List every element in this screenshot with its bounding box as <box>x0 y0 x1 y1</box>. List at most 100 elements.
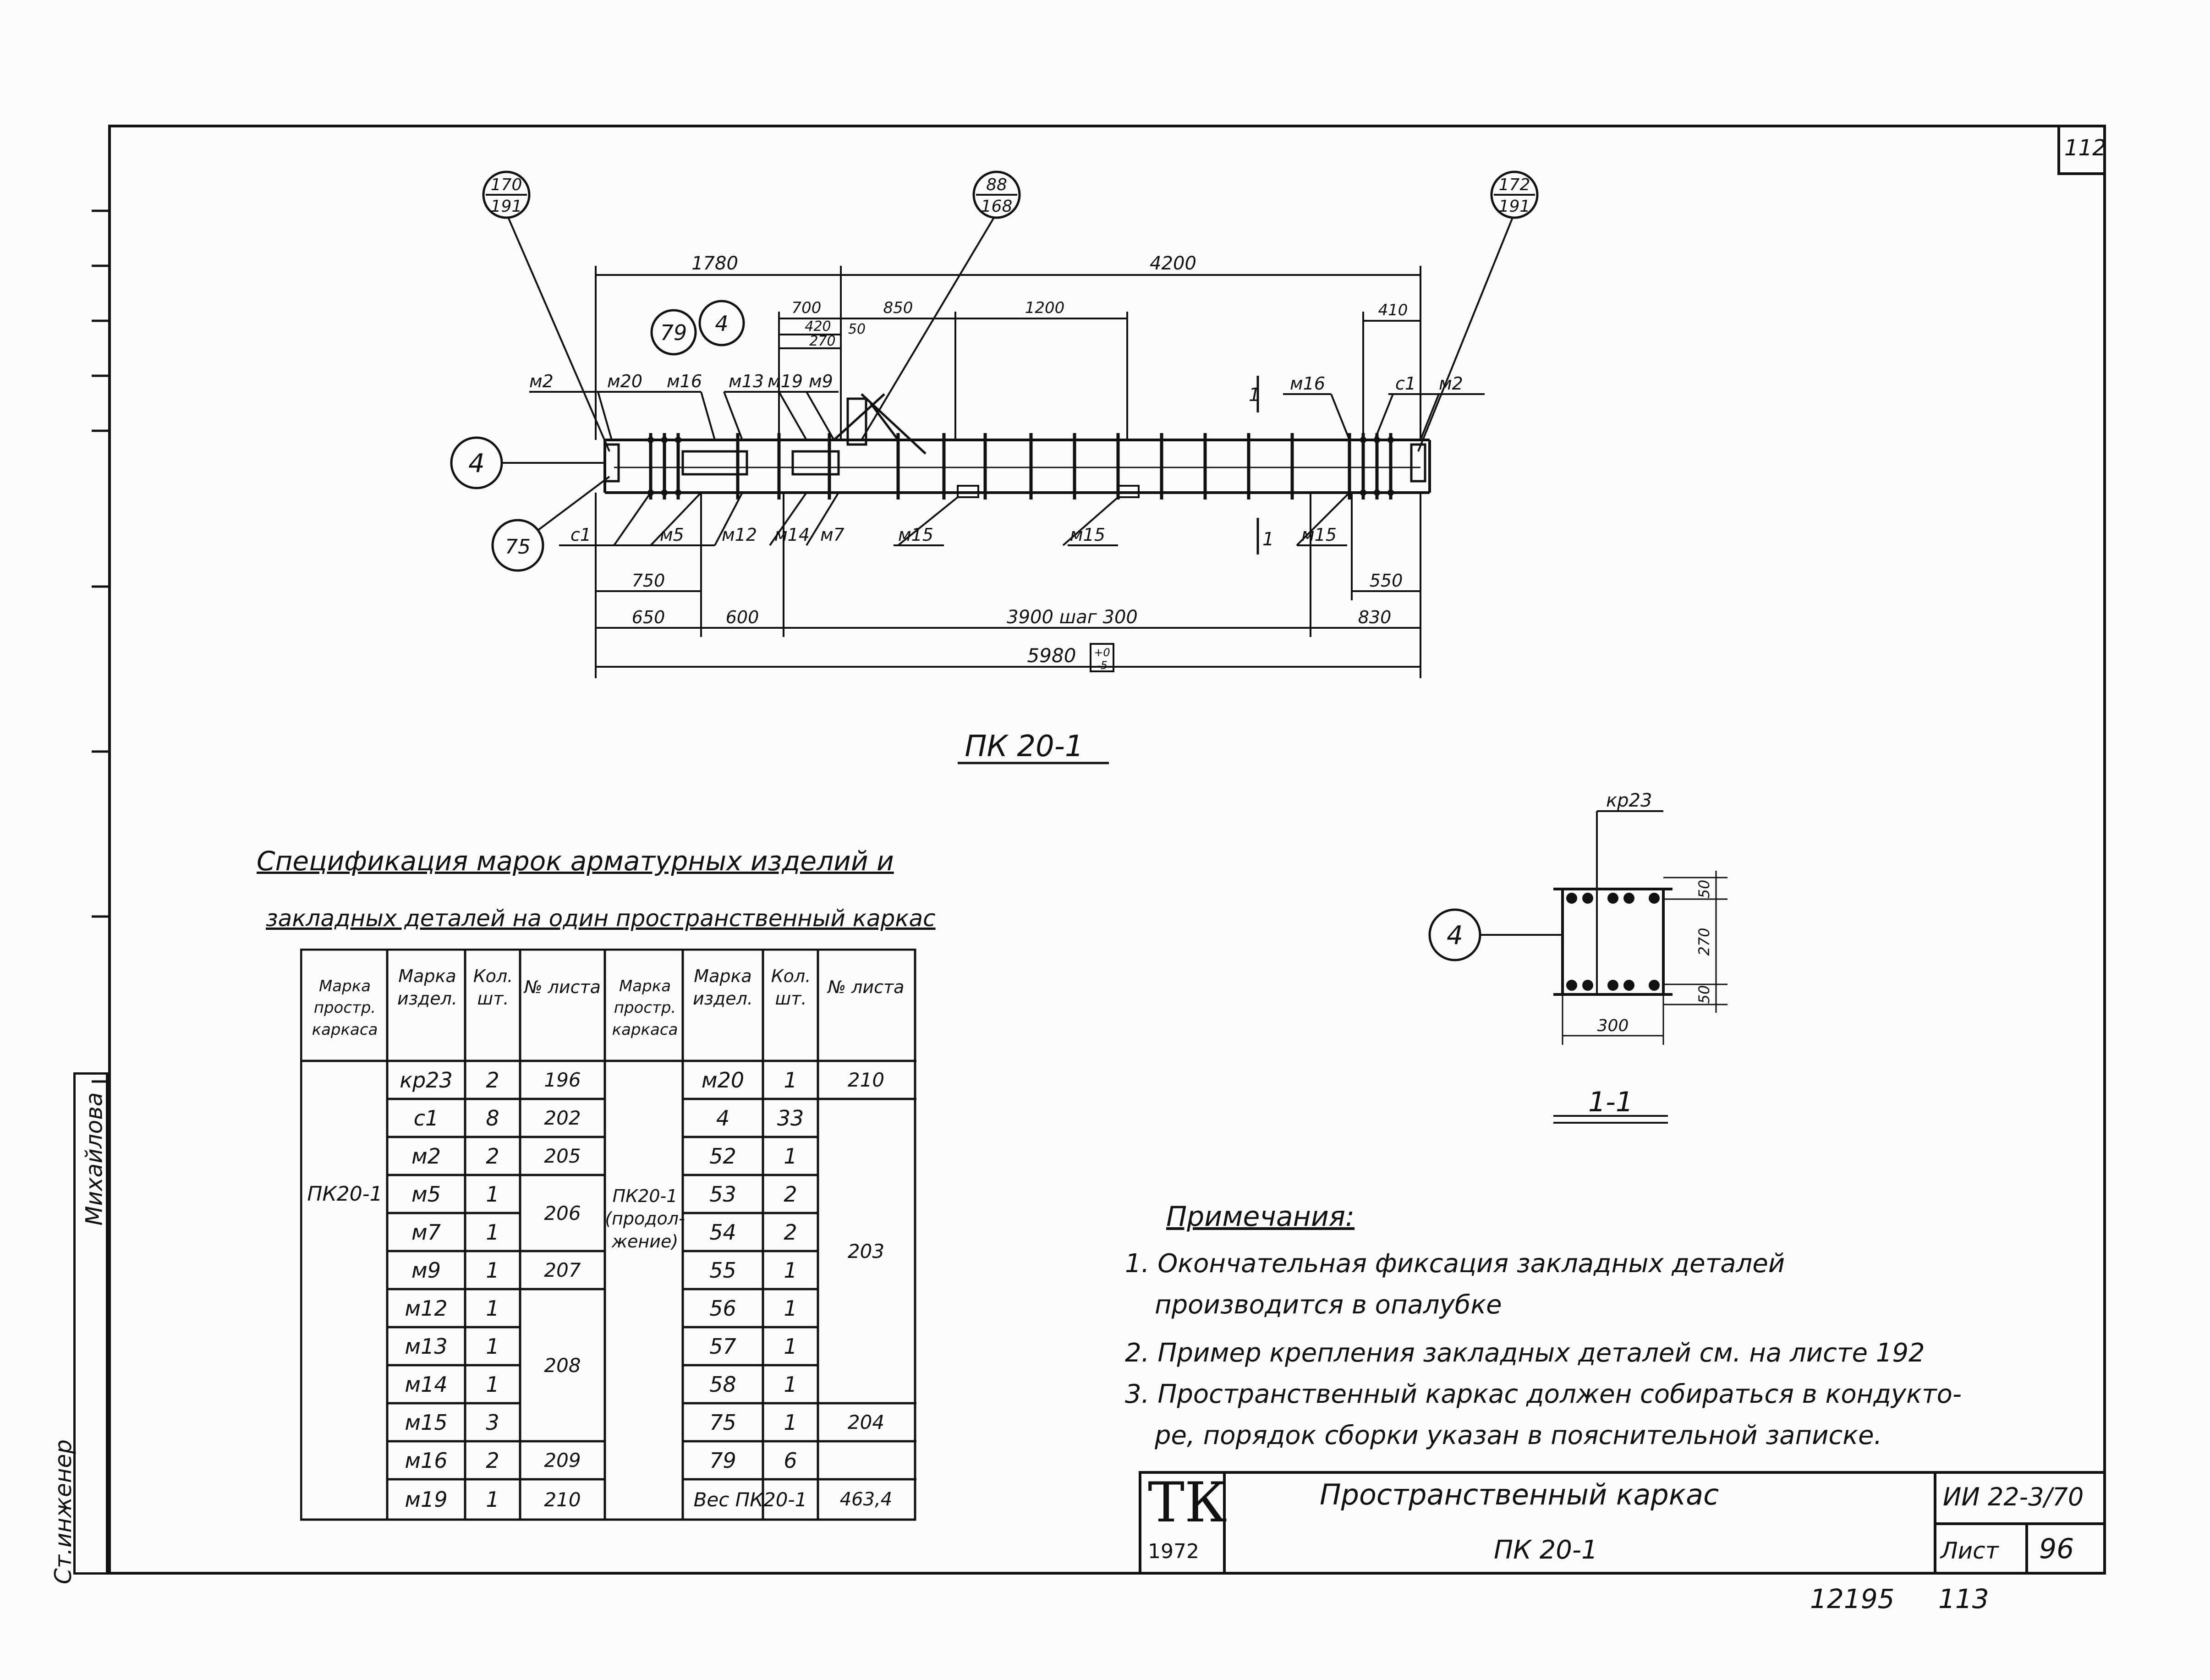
circle-label-79: 79 <box>660 320 687 345</box>
elevation-title: ПК 20-1 <box>965 730 1083 763</box>
dim-1780: 1780 <box>691 253 738 274</box>
note-line: 1. Окончательная фиксация закладных дета… <box>1125 1249 1785 1279</box>
spec-right-qty: 33 <box>777 1105 804 1131</box>
dim-600: 600 <box>726 607 759 627</box>
mark-m2-right: м2 <box>1439 373 1463 394</box>
title-name-line1: Пространственный каркас <box>1320 1478 1719 1511</box>
spec-left-qty: 1 <box>486 1257 499 1283</box>
side-stamp-role: Ст.инженер <box>50 1439 77 1585</box>
spec-left-mark: м13 <box>405 1334 448 1359</box>
side-stamp <box>73 1072 108 1575</box>
spec-left-mark: м15 <box>405 1410 448 1435</box>
spec-left-qty: 2 <box>486 1448 499 1473</box>
tolerance-plus: +0 <box>1094 646 1110 659</box>
mark-m20: м20 <box>607 371 642 391</box>
note-line: производится в опалубке <box>1155 1290 1502 1320</box>
callout-3-bottom: 191 <box>1499 197 1530 216</box>
spec-header-frame-right: Марка простр. каркаса <box>612 977 678 1039</box>
notes-heading: Примечания: <box>1166 1201 1355 1233</box>
spec-left-qty: 1 <box>486 1219 499 1245</box>
spec-left-qty: 1 <box>486 1372 499 1397</box>
spec-header-frame-left: Марка простр. каркаса <box>312 977 378 1039</box>
spec-left-mark: кр23 <box>400 1067 453 1093</box>
spec-right-qty: 1 <box>784 1410 797 1435</box>
spec-left-mark: м12 <box>405 1296 448 1321</box>
mark-m19: м19 <box>768 371 803 391</box>
spec-right-mark: 79 <box>709 1448 736 1473</box>
spec-right-qty: 1 <box>784 1067 797 1093</box>
title-series: ИИ 22-3/70 <box>1943 1482 2084 1511</box>
spec-right-qty: 2 <box>784 1219 797 1245</box>
callout-2-top: 88 <box>986 176 1007 194</box>
note-line: ре, порядок сборки указан в пояснительно… <box>1155 1421 1882 1450</box>
mark-m2-left: м2 <box>529 371 554 391</box>
dim-550: 550 <box>1370 571 1403 591</box>
spec-right-mark: 75 <box>709 1410 736 1435</box>
spec-left-qty: 1 <box>486 1296 499 1321</box>
spec-left-qty: 8 <box>486 1105 499 1131</box>
spec-right-qty: 1 <box>784 1143 797 1169</box>
spec-frame-left: ПК20-1 <box>307 1182 383 1206</box>
title-block-series-divider <box>1934 1522 2106 1525</box>
section-mark-top: 1 <box>1249 384 1260 406</box>
callout-1-bottom: 191 <box>491 197 522 216</box>
spec-right-mark: 4 <box>716 1105 730 1131</box>
callout-2-bottom: 168 <box>981 197 1013 216</box>
spec-right-mark: 56 <box>709 1296 736 1321</box>
section-title: 1-1 <box>1588 1086 1633 1118</box>
dim-4200: 4200 <box>1150 253 1196 274</box>
callout-3-top: 172 <box>1499 176 1530 194</box>
section-dim-50-bottom: 50 <box>1695 985 1713 1004</box>
spec-right-mark: 52 <box>709 1143 736 1169</box>
circle-label-75: 75 <box>505 535 531 559</box>
title-name-line2: ПК 20-1 <box>1494 1535 1598 1565</box>
title-block-sheet-divider <box>2025 1522 2028 1575</box>
mark-c1-top: с1 <box>1395 373 1416 394</box>
spec-right-mark: 58 <box>709 1372 736 1397</box>
spec-left-qty: 2 <box>486 1143 499 1169</box>
spec-title-line2: закладных деталей на один пространственн… <box>266 905 936 932</box>
spec-left-qty: 3 <box>486 1410 499 1435</box>
spec-right-mark: 55 <box>709 1257 736 1283</box>
mark-m15-b: м15 <box>1070 525 1105 545</box>
mark-m7: м7 <box>820 525 845 545</box>
dim-700: 700 <box>792 299 822 317</box>
spec-right-sheet: 210 <box>847 1069 885 1091</box>
spec-left-sheet: 205 <box>544 1145 581 1167</box>
spec-right-sheet: 203 <box>847 1240 885 1263</box>
title-sheet-label: Лист <box>1941 1537 1999 1564</box>
spec-left-mark: м16 <box>405 1448 448 1473</box>
mark-m14: м14 <box>774 525 810 545</box>
spec-right-sheet: 204 <box>847 1411 885 1433</box>
title-sheet-number: 96 <box>2039 1533 2074 1565</box>
mark-m12: м12 <box>722 525 757 545</box>
spec-right-qty: 1 <box>784 1257 797 1283</box>
spec-header-qty-left: Кол. шт. <box>473 966 513 1009</box>
spec-left-mark: м19 <box>405 1487 448 1512</box>
dim-3900: 3900 шаг 300 <box>1007 607 1138 628</box>
mark-m16-left: м16 <box>667 371 702 391</box>
dim-5980: 5980 <box>1027 644 1076 667</box>
section-drawing: 4 кр23 50 270 50 300 1-1 <box>1428 790 1727 1124</box>
spec-right-mark: 57 <box>709 1334 736 1359</box>
section-dim-270: 270 <box>1695 928 1713 955</box>
spec-left-sheet: 202 <box>544 1107 581 1129</box>
dim-50: 50 <box>848 321 866 337</box>
dim-850: 850 <box>883 299 913 317</box>
spec-right-qty: 1 <box>784 1372 797 1397</box>
drawing-frame <box>108 125 2106 1575</box>
dim-420: 420 <box>805 318 831 335</box>
spec-left-sheet: 209 <box>544 1449 581 1471</box>
spec-header-item-left: Марка издел. <box>397 966 457 1009</box>
page-number-box <box>2057 125 2106 175</box>
spec-left-mark: м5 <box>411 1181 441 1207</box>
mark-m5: м5 <box>660 525 684 545</box>
spec-left-sheet: 208 <box>544 1354 581 1377</box>
dim-1200: 1200 <box>1025 299 1065 317</box>
spec-header-sheet-right: № листа <box>828 977 905 998</box>
spec-left-mark: м2 <box>411 1143 441 1169</box>
dim-830: 830 <box>1358 607 1392 627</box>
title-block <box>1139 1471 2106 1575</box>
circle-label-4-left: 4 <box>468 449 485 478</box>
